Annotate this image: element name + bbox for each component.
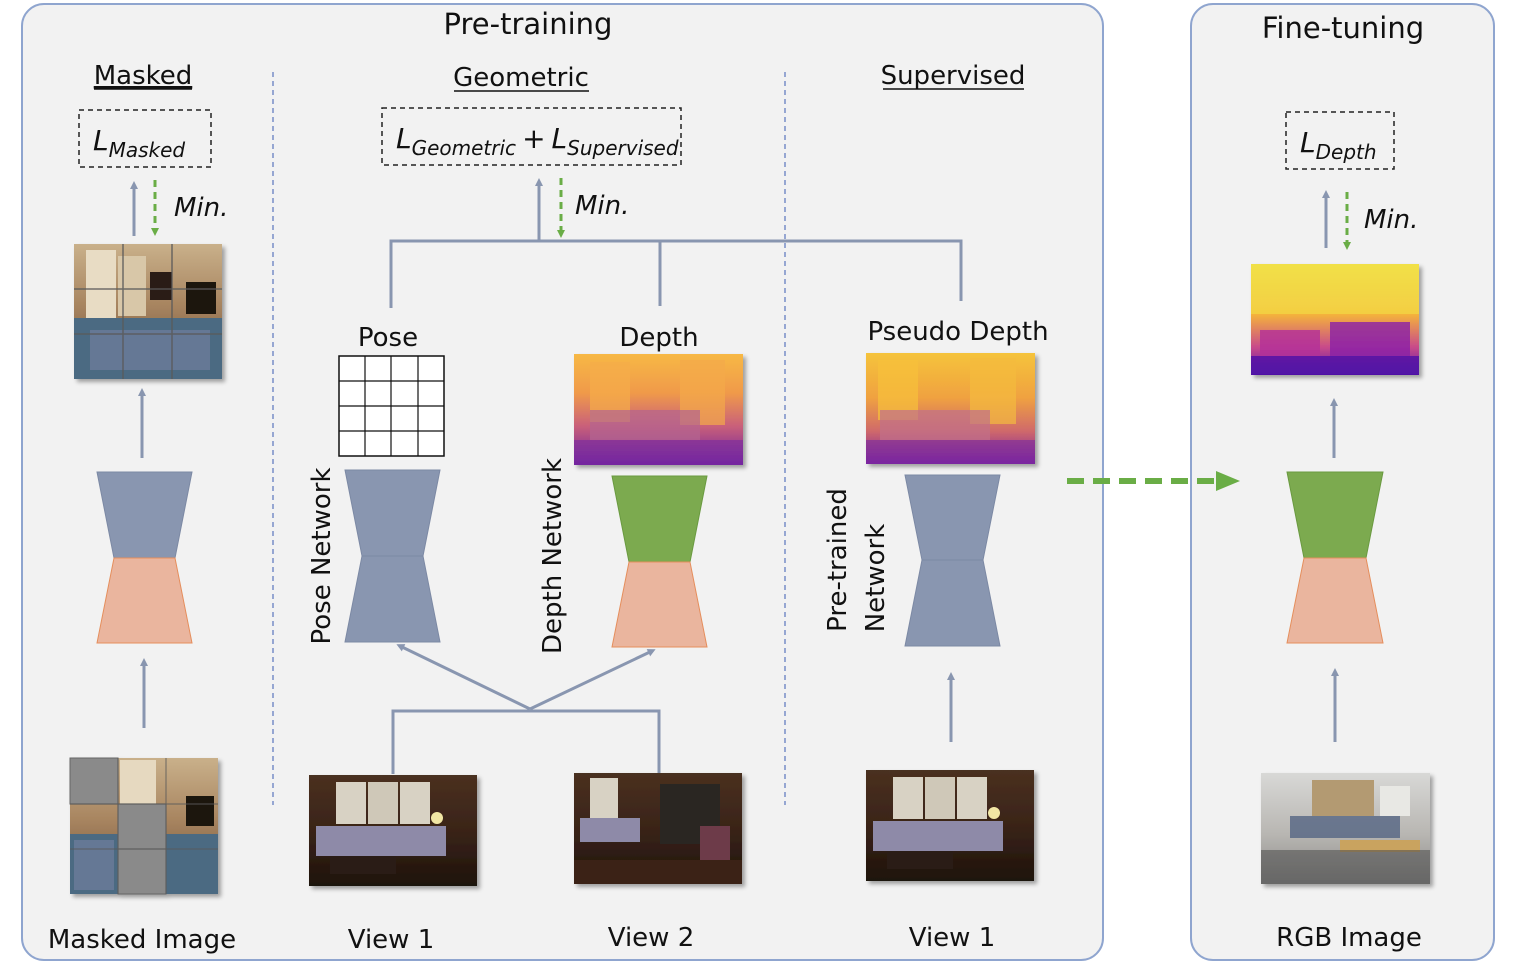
pose-network-bottom <box>344 555 441 643</box>
section-supervised: Supervised <box>881 61 1026 91</box>
label-masked-image: Masked Image <box>48 925 236 955</box>
pretraining-title: Pre-training <box>444 7 613 41</box>
loss-box-geometric <box>381 107 682 166</box>
depth-output-map <box>1251 264 1419 375</box>
arrow-to-pose-network <box>396 644 531 711</box>
masked-decoder <box>96 471 193 559</box>
section-masked: Masked <box>94 61 193 91</box>
arrow-to-depth-network <box>529 649 656 711</box>
label-depth-network: Depth Network <box>538 458 568 654</box>
depth-network-encoder <box>611 561 708 648</box>
min-label-geometric: Min. <box>575 191 629 221</box>
loss-supervised-sub: Supervised <box>567 136 679 160</box>
loss-geometric-main: L <box>396 122 412 155</box>
pose-network-top <box>344 469 441 557</box>
loss-plus: + <box>522 122 545 155</box>
loss-depth: LDepth <box>1300 126 1377 164</box>
loss-masked-sub: Masked <box>109 138 186 162</box>
loss-supervised-main: L <box>552 122 568 155</box>
loss-depth-sub: Depth <box>1316 140 1377 164</box>
label-view2: View 2 <box>608 923 695 953</box>
geometric-combiner <box>389 239 963 308</box>
label-pseudo-depth: Pseudo Depth <box>867 317 1048 347</box>
view1-supervised-image <box>866 770 1034 881</box>
label-pose-network: Pose Network <box>307 467 337 644</box>
label-rgb-image: RGB Image <box>1276 923 1422 953</box>
loss-box-masked <box>78 109 212 168</box>
pseudo-depth-map <box>866 353 1035 464</box>
label-view1: View 1 <box>348 925 435 955</box>
finetune-decoder <box>1286 471 1384 559</box>
loss-masked: LMasked <box>93 124 185 162</box>
loss-box-depth <box>1285 111 1395 170</box>
loss-depth-main: L <box>1300 126 1316 159</box>
label-pose: Pose <box>358 323 418 353</box>
pretrained-network-top <box>904 474 1001 561</box>
min-label-finetune: Min. <box>1364 205 1418 235</box>
loss-masked-main: L <box>93 124 109 157</box>
reconstructed-image <box>74 244 222 379</box>
pose-matrix <box>338 355 445 457</box>
loss-geometric: LGeometric+LSupervised <box>396 122 679 160</box>
label-pretrained-line2: Network <box>861 524 891 633</box>
label-depth: Depth <box>619 323 698 353</box>
masked-image <box>69 757 218 895</box>
finetune-encoder <box>1286 557 1384 644</box>
min-label-masked: Min. <box>174 193 228 223</box>
label-view1-supervised: View 1 <box>909 923 996 953</box>
views-connector <box>391 709 661 774</box>
section-geometric: Geometric <box>453 63 589 93</box>
loss-geometric-sub: Geometric <box>412 136 516 160</box>
masked-encoder <box>96 557 193 644</box>
view2-image <box>574 773 742 884</box>
label-pretrained-line1: Pre-trained <box>823 488 853 632</box>
rgb-image <box>1261 773 1430 884</box>
finetuning-title: Fine-tuning <box>1262 11 1424 45</box>
view1-image <box>309 775 477 886</box>
depth-map-geometric <box>574 354 743 465</box>
depth-network-decoder <box>611 475 708 563</box>
pretrained-network-bottom <box>904 559 1001 647</box>
